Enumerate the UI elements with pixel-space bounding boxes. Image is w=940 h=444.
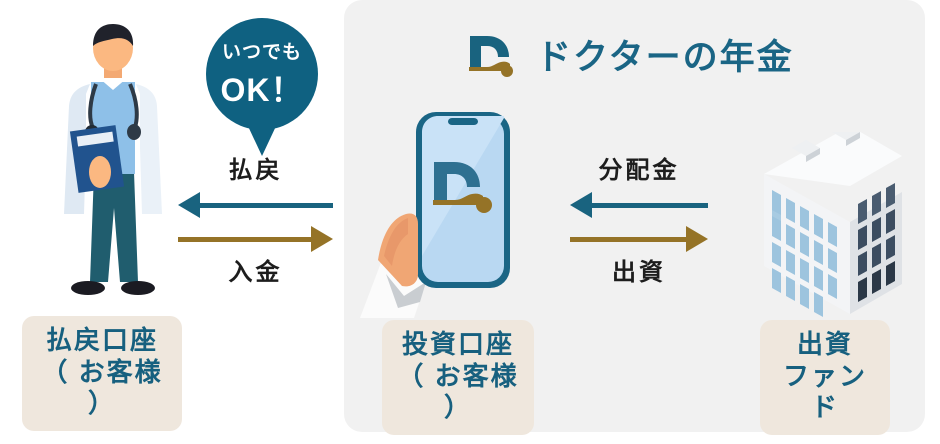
flow-label-payout: 払戻: [228, 157, 283, 184]
caption-line-1: 出資: [796, 329, 853, 359]
bubble-line-2: OK！: [220, 72, 304, 108]
arrow-head-icon: [311, 226, 333, 253]
arrow-head-icon: [570, 192, 592, 219]
caption-line-1: 投資口座: [401, 329, 514, 359]
doctor-illustration: [44, 22, 184, 314]
arrow-investment-right: [570, 222, 708, 256]
page-title: ドクターの年金: [536, 38, 794, 77]
arrow-shaft: [570, 237, 694, 243]
arrow-shaft: [192, 203, 333, 209]
anytime-ok-bubble: いつでも OK！: [206, 18, 318, 156]
caption-payout-account: 払戻口座 （ お客様 ）: [22, 316, 182, 432]
arrow-distribution-left: [570, 188, 708, 222]
arrow-shaft: [178, 237, 319, 243]
caption-investment-account: 投資口座 （ お客様 ）: [382, 320, 534, 436]
office-building-illustration: [736, 124, 916, 318]
flow-label-investment: 出資: [612, 259, 666, 287]
caption-line-2: （ お客様 ）: [397, 360, 519, 423]
brand-header: ドクターの年金: [462, 26, 794, 89]
flow-group-right: 分配金 出資: [570, 157, 708, 287]
arrow-payout-left: [178, 188, 333, 222]
flow-label-deposit: 入金: [228, 259, 283, 287]
flow-label-distribution: 分配金: [598, 157, 680, 184]
caption-line-2: ファンド: [782, 360, 867, 423]
caption-line-1: 払戻口座: [45, 325, 158, 355]
bubble-line-1: いつでも: [221, 42, 302, 63]
hand-holding-phone-illustration: [360, 106, 540, 318]
arrow-head-icon: [686, 226, 708, 253]
arrow-head-icon: [178, 192, 200, 219]
flow-group-left: 払戻 入金: [178, 157, 333, 287]
arrow-shaft: [584, 203, 708, 209]
caption-investment-fund: 出資 ファンド: [760, 320, 890, 436]
arrow-deposit-right: [178, 222, 333, 256]
caption-line-2: （ お客様 ）: [41, 356, 163, 419]
bubble-tail: [247, 124, 277, 156]
dr-logo-icon: [462, 26, 520, 89]
